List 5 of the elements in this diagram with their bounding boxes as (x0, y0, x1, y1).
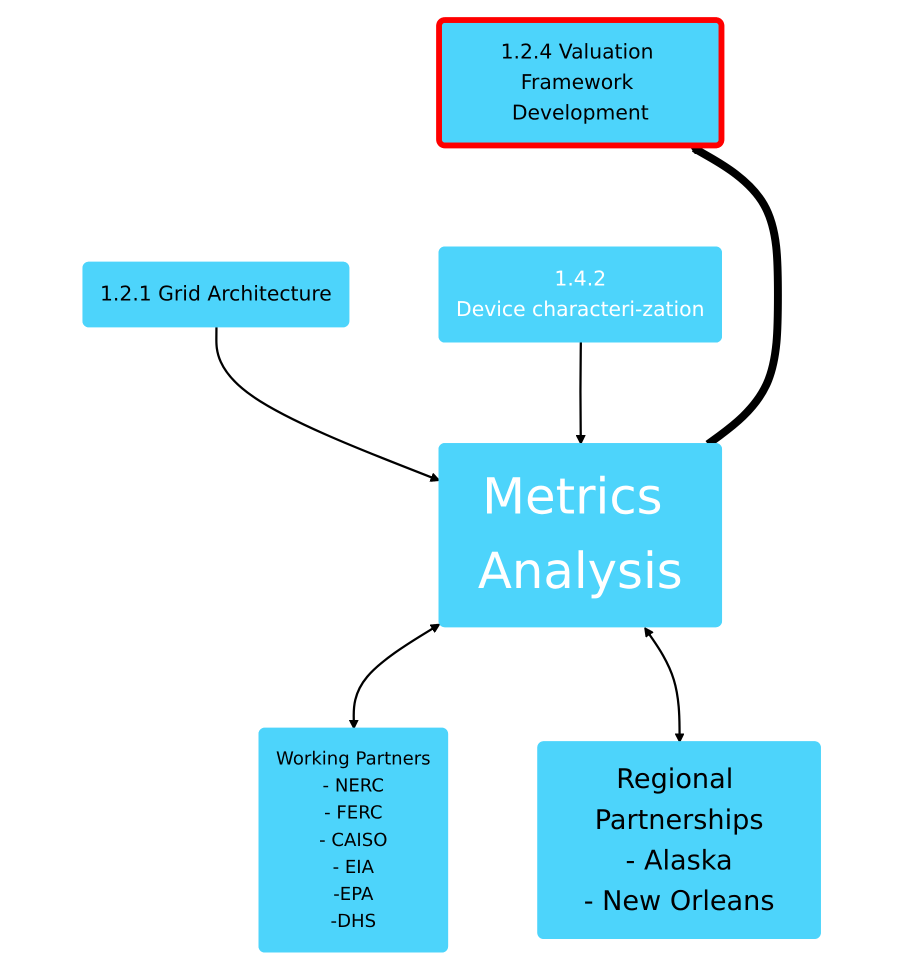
arrow (644, 626, 685, 742)
arrow (216, 326, 440, 482)
arrow (349, 623, 441, 729)
diagram: 1.2.4 Valuation Framework Development 1.2.1 Grid Architecture 1.4.2 Device characteri-zation Metrics Analysis Working Partners - NERC - FERC - CAISO - EIA -EPA -DHS Regional Partnerships - Alaska - New Orleans (74, 10, 830, 960)
arrow (576, 342, 586, 444)
